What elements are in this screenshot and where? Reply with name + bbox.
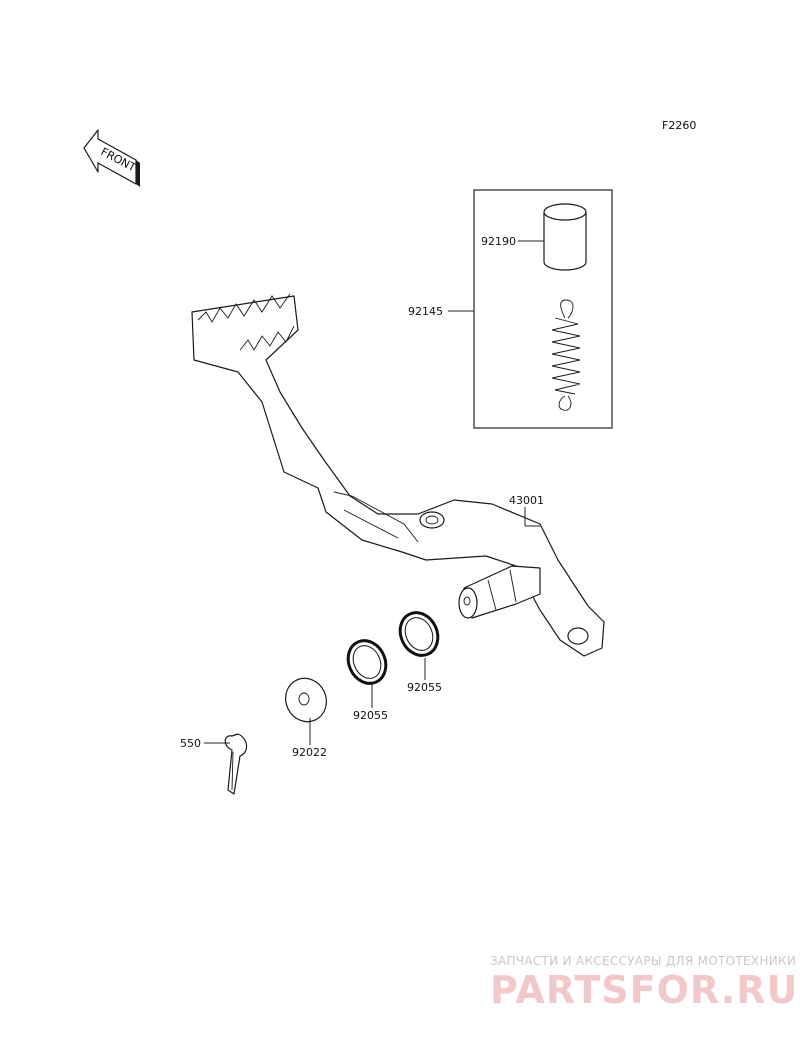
leader-lines: [204, 240, 544, 745]
figure-code: F2260: [662, 119, 696, 132]
cotter-pin-part: [224, 733, 248, 795]
part-label-92145: 92145: [408, 305, 443, 318]
watermark-brand: PARTSFOR.RU: [490, 968, 798, 1012]
brake-pedal-part: [191, 293, 605, 657]
part-label-550: 550: [180, 737, 201, 750]
part-label-43001: 43001: [509, 494, 544, 507]
spring-part: [551, 299, 581, 411]
part-label-92055-a: 92055: [407, 681, 442, 694]
o-ring-part-2: [398, 611, 440, 657]
sleeve-part: [543, 203, 587, 271]
o-ring-part-1: [346, 639, 388, 685]
washer-part: [285, 677, 327, 723]
part-label-92190: 92190: [481, 235, 516, 248]
kit-frame: [473, 189, 613, 429]
part-label-92055-b: 92055: [353, 709, 388, 722]
front-arrow-icon: FRONT: [83, 129, 140, 187]
watermark-tagline: ЗАПЧАСТИ И АКСЕССУАРЫ ДЛЯ МОТОТЕХНИКИ: [490, 954, 796, 968]
part-label-92022: 92022: [292, 746, 327, 759]
